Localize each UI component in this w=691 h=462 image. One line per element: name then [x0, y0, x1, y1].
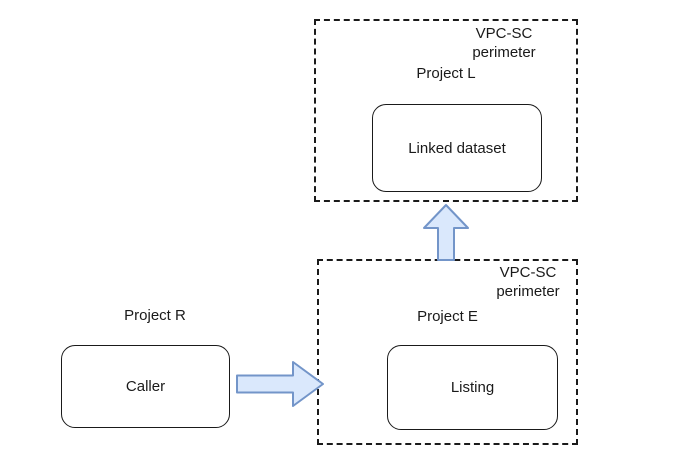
vpc-sc-perimeter-bottom-label: VPC-SC perimeter: [496, 264, 560, 300]
caller-node-label: Caller: [125, 378, 166, 395]
vpc-sc-perimeter-top-label: VPC-SC perimeter: [472, 25, 536, 61]
project-l-label: Project L: [416, 65, 476, 82]
caller-to-listing-arrow-icon: [236, 361, 324, 407]
project-r-label: Project R: [124, 307, 186, 324]
linked-dataset-node-label: Linked dataset: [408, 139, 506, 157]
project-e-label: Project E: [417, 308, 478, 325]
listing-to-linked-dataset-arrow-icon: [423, 204, 469, 261]
listing-node-label: Listing: [450, 379, 495, 396]
caller-node: Caller: [61, 345, 230, 428]
linked-dataset-node: Linked dataset: [372, 104, 542, 192]
listing-node: Listing: [387, 345, 558, 430]
vpc-sc-perimeter-top: [314, 19, 578, 202]
